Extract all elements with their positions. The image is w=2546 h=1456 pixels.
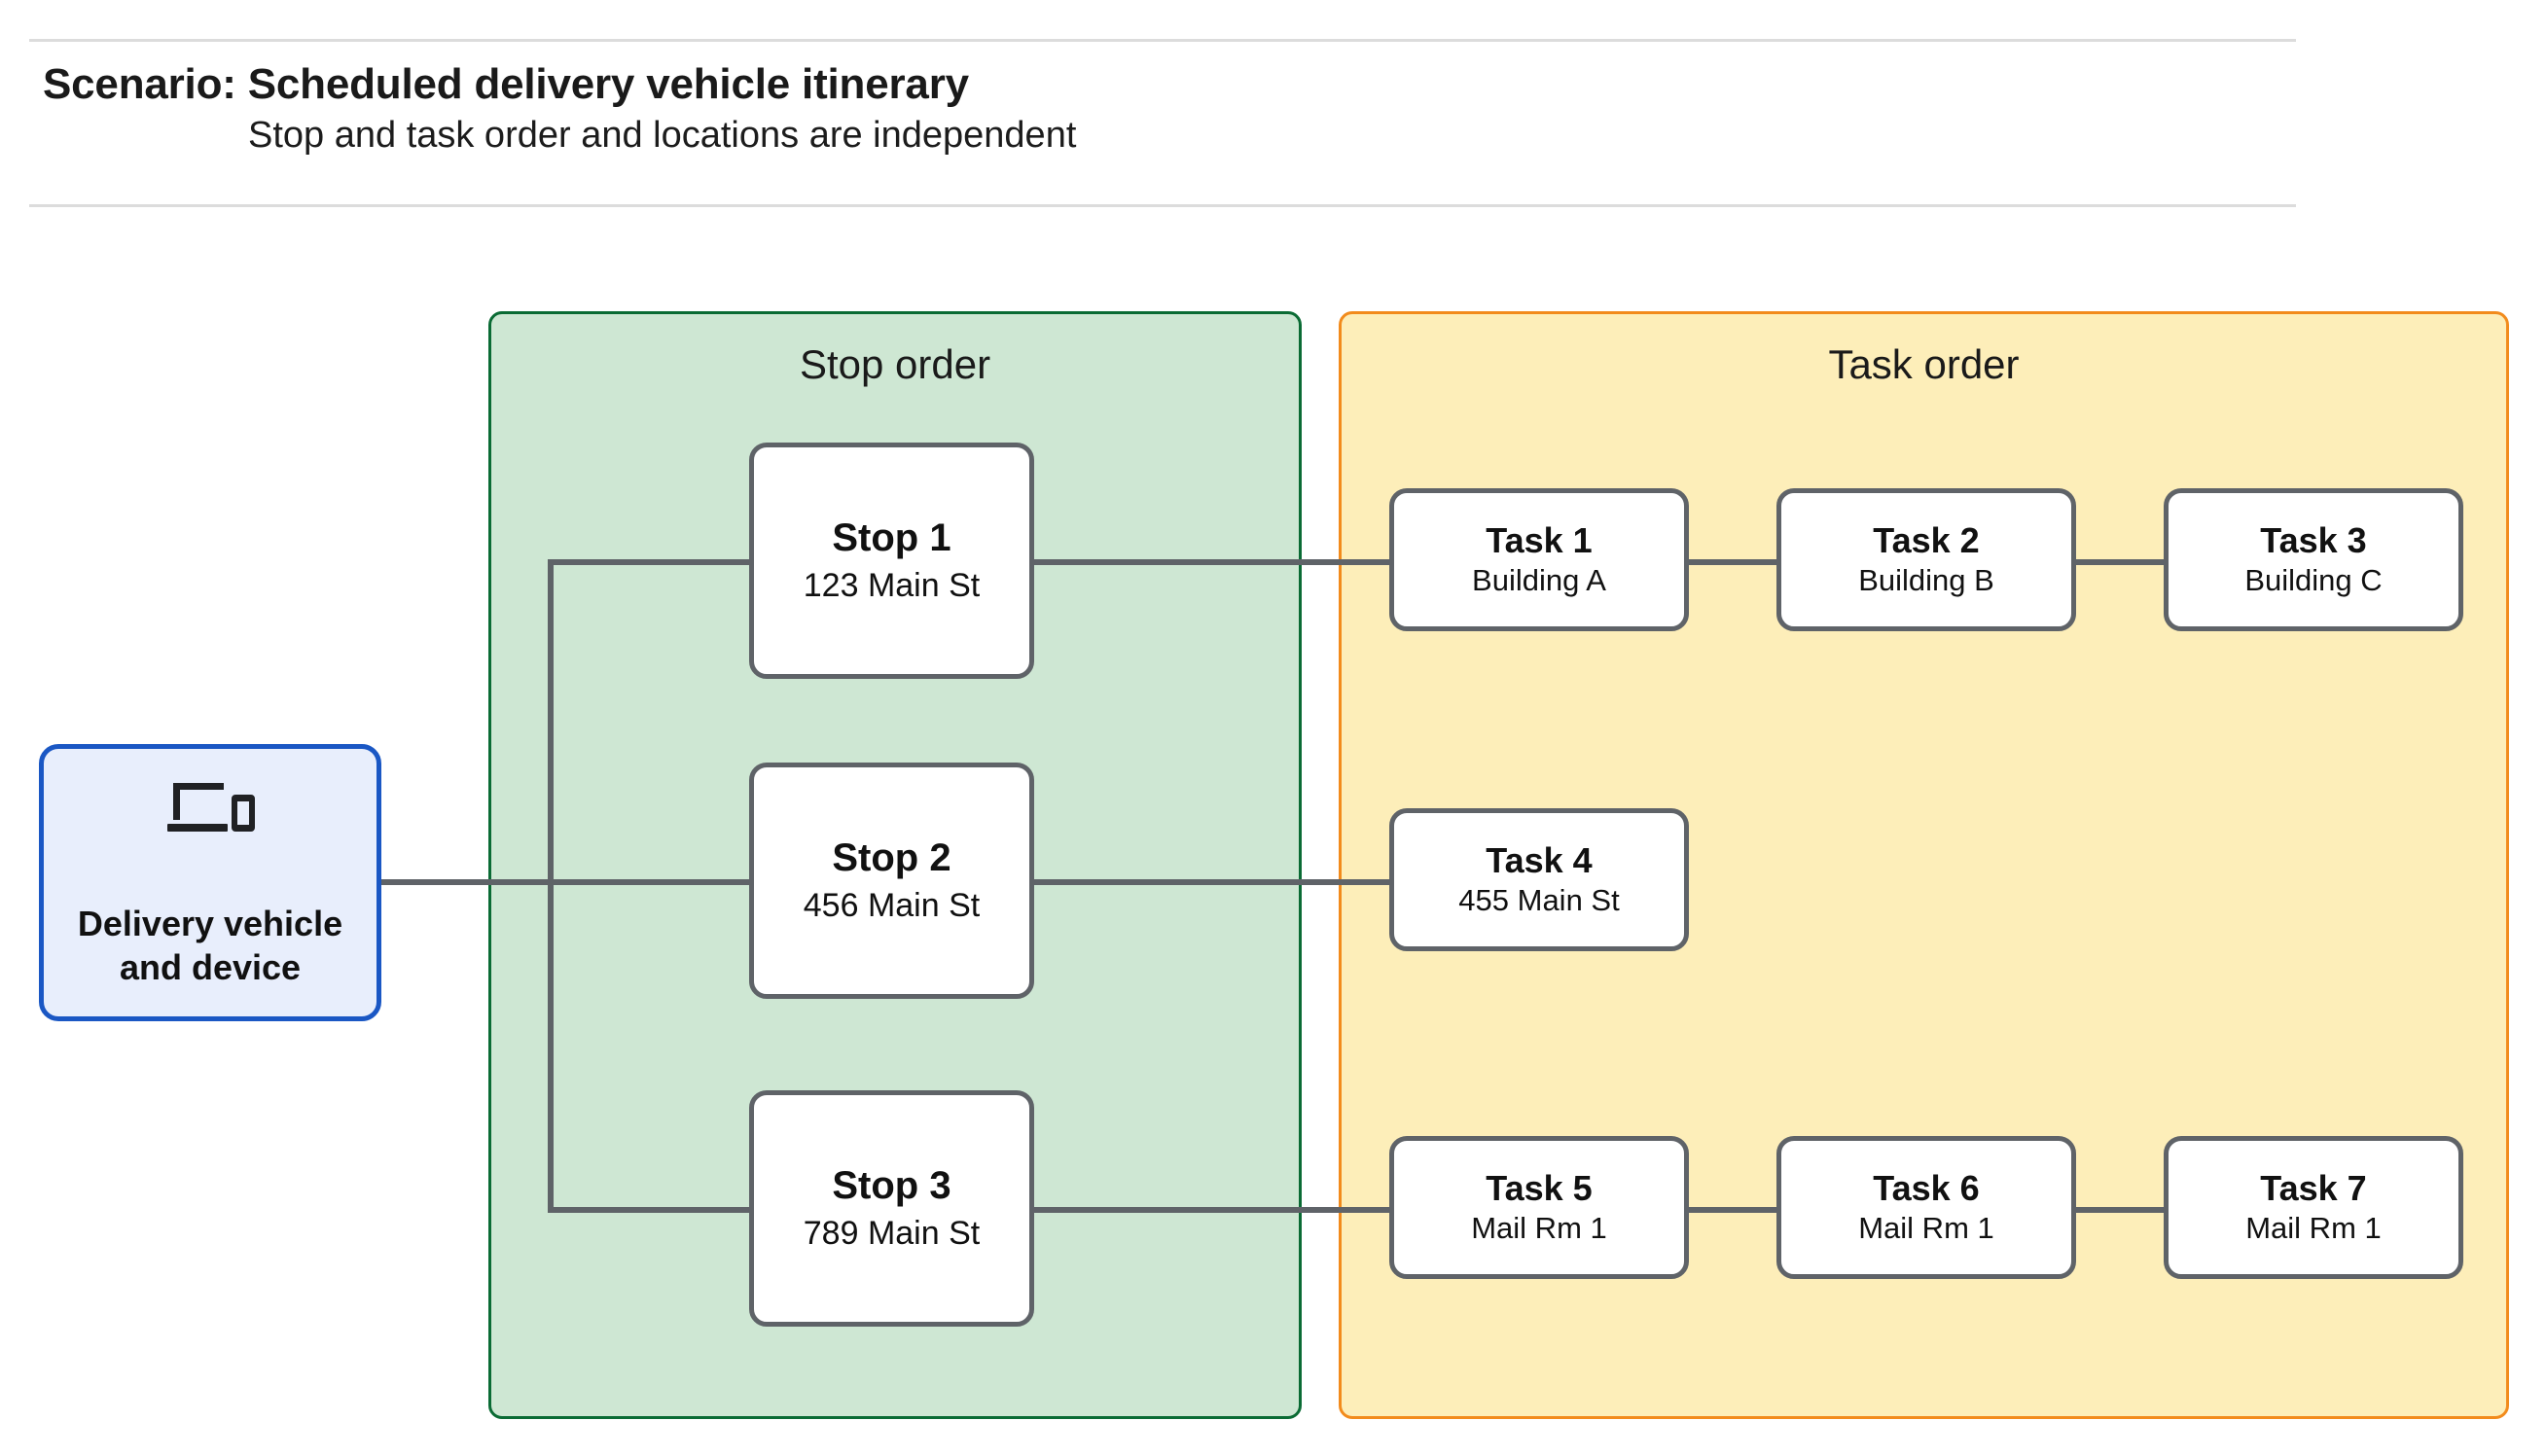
task-node-3-location: Building C [2244,563,2383,598]
task-node-1[interactable]: Task 1 Building A [1389,488,1689,631]
delivery-vehicle-label: Delivery vehicle and device [77,903,343,987]
connector-bus-to-stop-2 [548,879,754,885]
stop-node-3[interactable]: Stop 3 789 Main St [749,1090,1034,1327]
group-task-order-title: Task order [1828,341,2020,387]
delivery-vehicle-and-device-node[interactable]: Delivery vehicle and device [39,744,381,1021]
stop-node-1-location: 123 Main St [803,566,981,604]
task-node-7-title: Task 7 [2260,1167,2367,1208]
stop-node-2[interactable]: Stop 2 456 Main St [749,763,1034,999]
task-node-1-location: Building A [1472,563,1606,598]
stop-node-3-location: 789 Main St [803,1214,981,1252]
page-subtitle: Stop and task order and locations are in… [248,115,1077,156]
task-node-4-location: 455 Main St [1458,883,1620,918]
connector-bus-to-stop-1 [548,559,754,565]
page-title: Scenario: Scheduled delivery vehicle iti… [43,60,969,108]
connector-stop-bus [548,559,554,1213]
task-node-7[interactable]: Task 7 Mail Rm 1 [2164,1136,2463,1279]
task-node-5-title: Task 5 [1486,1167,1593,1208]
task-node-3[interactable]: Task 3 Building C [2164,488,2463,631]
group-stop-order-title: Stop order [799,341,991,387]
connector-stop-3-to-task-5 [1029,1207,1394,1213]
stop-node-1[interactable]: Stop 1 123 Main St [749,443,1034,679]
header-divider-top [29,39,2296,42]
task-node-2-title: Task 2 [1873,519,1980,560]
task-node-5[interactable]: Task 5 Mail Rm 1 [1389,1136,1689,1279]
task-node-6[interactable]: Task 6 Mail Rm 1 [1776,1136,2076,1279]
task-node-4-title: Task 4 [1486,839,1593,880]
task-node-4[interactable]: Task 4 455 Main St [1389,808,1689,951]
connector-task-6-to-task-7 [2070,1207,2167,1213]
task-node-1-title: Task 1 [1486,519,1593,560]
connector-vehicle-to-bus [379,879,554,885]
task-node-2-location: Building B [1858,563,1994,598]
connector-stop-2-to-task-4 [1029,879,1394,885]
connector-bus-to-stop-3 [548,1207,754,1213]
task-node-3-title: Task 3 [2260,519,2367,560]
connector-task-2-to-task-3 [2070,559,2167,565]
task-node-2[interactable]: Task 2 Building B [1776,488,2076,631]
connector-task-5-to-task-6 [1683,1207,1779,1213]
task-node-7-location: Mail Rm 1 [2245,1211,2382,1246]
stop-node-2-title: Stop 2 [832,835,951,879]
task-node-5-location: Mail Rm 1 [1471,1211,1607,1246]
header-divider-bottom [29,204,2296,207]
task-node-6-title: Task 6 [1873,1167,1980,1208]
connector-task-1-to-task-2 [1683,559,1779,565]
devices-icon [167,782,255,832]
connector-stop-1-to-task-1 [1029,559,1394,565]
stop-node-2-location: 456 Main St [803,886,981,924]
task-node-6-location: Mail Rm 1 [1858,1211,1994,1246]
stop-node-3-title: Stop 3 [832,1163,951,1207]
stop-node-1-title: Stop 1 [832,515,951,559]
